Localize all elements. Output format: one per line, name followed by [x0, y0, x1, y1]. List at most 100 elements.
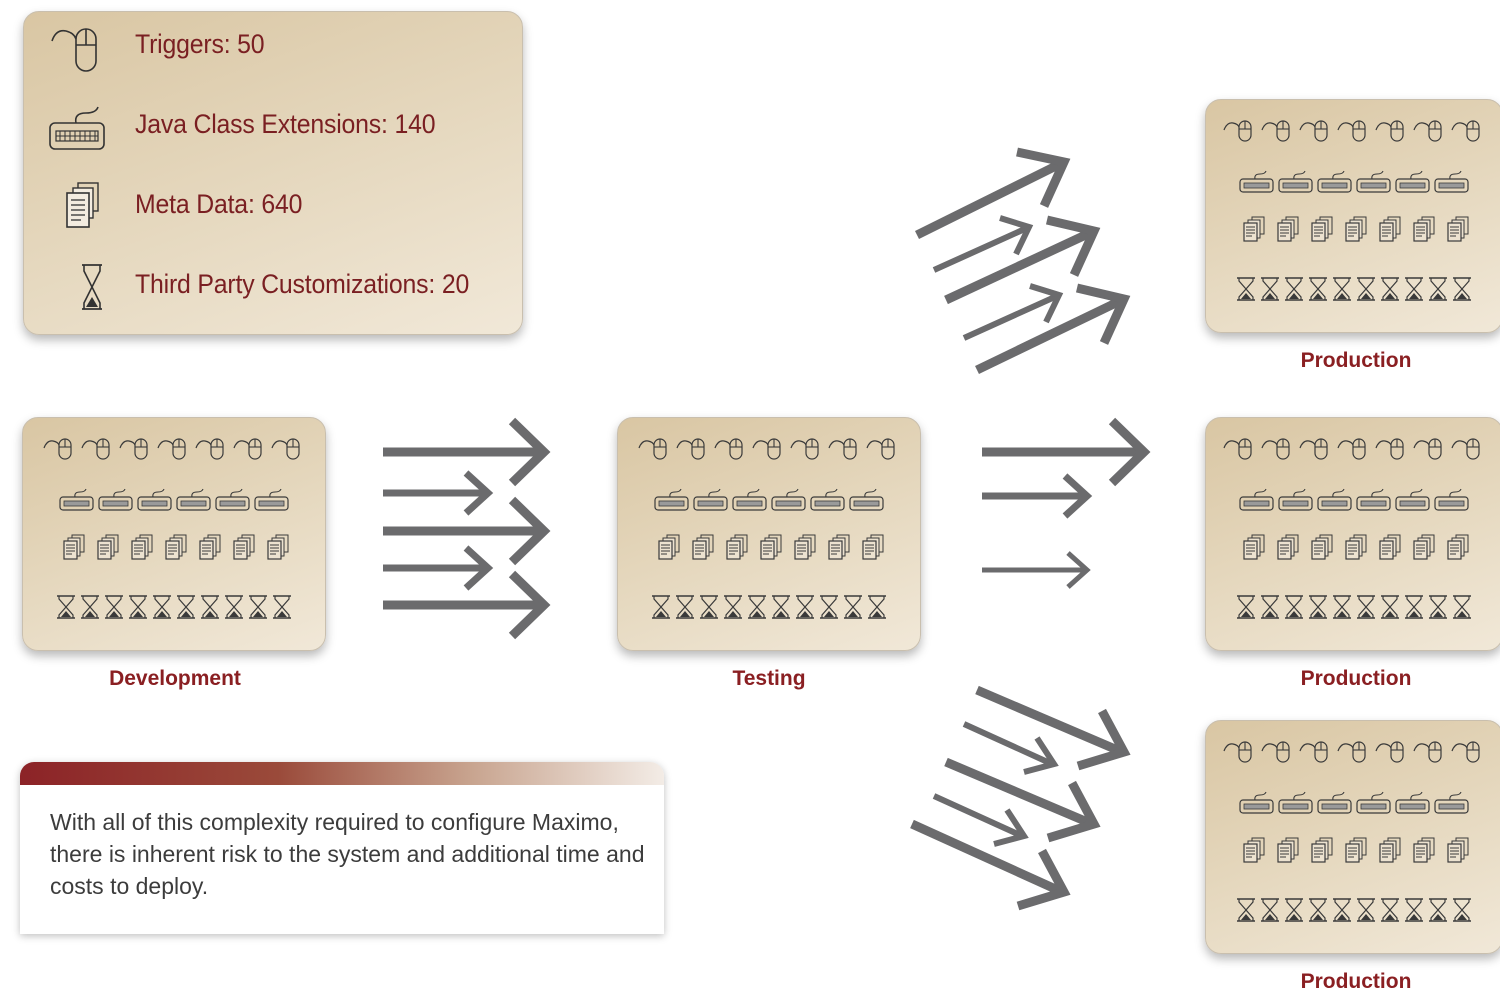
keyboard-icon	[59, 488, 94, 511]
hourglass-icon	[1261, 595, 1279, 619]
hourglass-icon	[1453, 595, 1471, 619]
hourglass-icon	[700, 595, 718, 619]
documents-icon	[1243, 837, 1265, 863]
hourglass-icon	[105, 595, 123, 619]
documents-icon-row	[618, 534, 920, 560]
documents-icon	[726, 534, 748, 560]
hourglass-icon	[1285, 595, 1303, 619]
mouse-icon	[638, 438, 667, 460]
callout-header-bar	[20, 762, 664, 785]
documents-icon	[1345, 534, 1367, 560]
keyboard-icon	[1239, 170, 1274, 193]
mouse-icon	[43, 438, 72, 460]
legend-item-third-party: Third Party Customizations: 20	[24, 257, 522, 317]
env-panel-production-2	[1205, 417, 1500, 651]
mouse-icon-row	[1206, 739, 1500, 763]
keyboard-icon	[176, 488, 211, 511]
hourglass-icon	[1261, 277, 1279, 301]
keyboard-icon	[1317, 791, 1352, 814]
documents-icon	[1413, 534, 1435, 560]
keyboard-icon	[1434, 170, 1469, 193]
mouse-icon	[1413, 120, 1442, 142]
env-panel-production-3	[1205, 720, 1500, 954]
callout-text: With all of this complexity required to …	[50, 809, 645, 899]
hourglass-icon-row	[23, 594, 325, 620]
mouse-icon	[866, 438, 895, 460]
keyboard-icon	[1356, 170, 1391, 193]
hourglass-icon	[1453, 898, 1471, 922]
documents-icon	[1345, 216, 1367, 242]
hourglass-icon	[1309, 595, 1327, 619]
hourglass-icon	[724, 595, 742, 619]
mouse-icon	[1337, 741, 1366, 763]
env-label-testing: Testing	[732, 667, 806, 690]
keyboard-icon	[1317, 488, 1352, 511]
hourglass-icon	[1357, 595, 1375, 619]
documents-icon	[97, 534, 119, 560]
keyboard-icon	[1317, 170, 1352, 193]
hourglass-icon	[1285, 898, 1303, 922]
documents-icon	[1379, 216, 1401, 242]
documents-icon	[1379, 837, 1401, 863]
documents-icon	[1413, 837, 1435, 863]
keyboard-icon	[1278, 791, 1313, 814]
hourglass-icon	[1261, 898, 1279, 922]
hourglass-icon	[1453, 277, 1471, 301]
hourglass-icon	[1357, 277, 1375, 301]
documents-icon	[1345, 837, 1367, 863]
documents-icon-row	[1206, 216, 1500, 242]
documents-icon	[1243, 216, 1265, 242]
mouse-icon	[1261, 438, 1290, 460]
keyboard-icon	[654, 488, 689, 511]
hourglass-icon	[1357, 898, 1375, 922]
hourglass-icon	[273, 595, 291, 619]
mouse-icon-row	[1206, 118, 1500, 142]
mouse-icon	[1299, 438, 1328, 460]
documents-icon	[794, 534, 816, 560]
documents-icon	[658, 534, 680, 560]
keyboard-icon-row	[23, 488, 325, 512]
hourglass-icon	[1405, 595, 1423, 619]
env-label-production-1: Production	[1300, 349, 1412, 372]
documents-icon	[1447, 837, 1469, 863]
keyboard-icon	[732, 488, 767, 511]
mouse-icon	[1337, 120, 1366, 142]
keyboard-icon-row	[618, 488, 920, 512]
legend-label-java: Java Class Extensions: 140	[135, 109, 436, 139]
mouse-icon	[714, 438, 743, 460]
mouse-icon	[828, 438, 857, 460]
documents-icon-row	[23, 534, 325, 560]
mouse-icon	[1223, 741, 1252, 763]
documents-icon	[1243, 534, 1265, 560]
keyboard-icon	[137, 488, 172, 511]
documents-icon	[66, 182, 99, 228]
hourglass-icon	[249, 595, 267, 619]
mouse-icon	[1451, 438, 1480, 460]
hourglass-icon-row	[1206, 276, 1500, 302]
hourglass-icon	[1429, 898, 1447, 922]
mouse-icon	[676, 438, 705, 460]
documents-icon	[1311, 216, 1333, 242]
env-label-development: Development	[109, 667, 241, 690]
hourglass-icon	[868, 595, 886, 619]
env-label-production-2: Production	[1300, 667, 1412, 690]
hourglass-icon-row	[1206, 897, 1500, 923]
mouse-icon	[233, 438, 262, 460]
documents-icon	[1311, 534, 1333, 560]
hourglass-icon	[1381, 898, 1399, 922]
documents-icon	[1447, 534, 1469, 560]
env-panel-development	[22, 417, 326, 651]
keyboard-icon	[810, 488, 845, 511]
documents-icon	[1413, 216, 1435, 242]
mouse-icon	[195, 438, 224, 460]
documents-icon-row	[1206, 837, 1500, 863]
hourglass-icon	[1309, 277, 1327, 301]
hourglass-icon	[177, 595, 195, 619]
mouse-icon	[1451, 120, 1480, 142]
env-panel-production-1	[1205, 99, 1500, 333]
hourglass-icon	[1429, 595, 1447, 619]
hourglass-icon	[81, 595, 99, 619]
documents-icon	[1277, 837, 1299, 863]
mouse-icon	[1375, 120, 1404, 142]
documents-icon	[692, 534, 714, 560]
